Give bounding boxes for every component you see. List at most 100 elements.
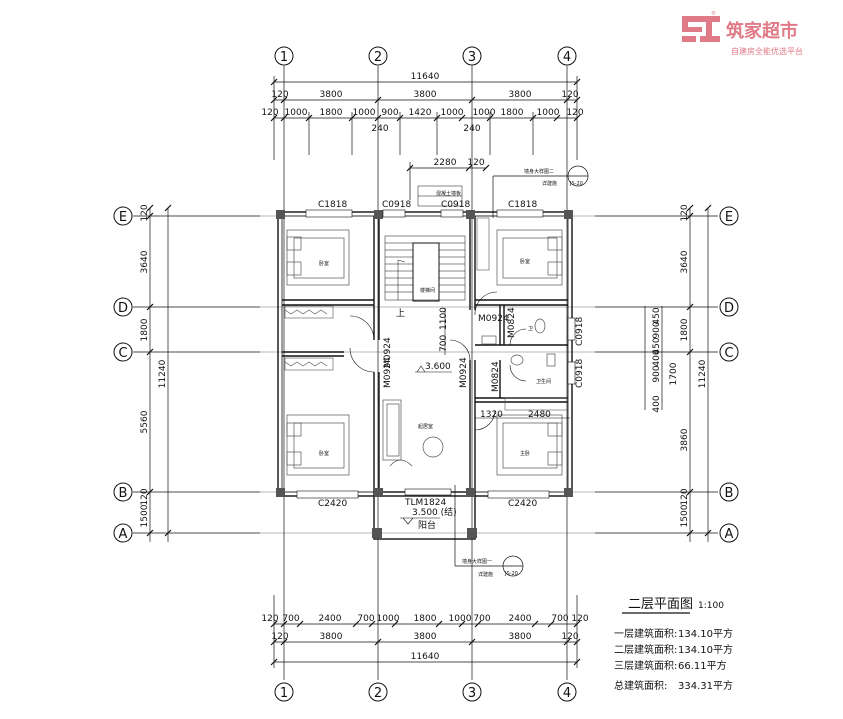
left-dimension-text: 120 3640 1800 5560 120 1500 11240: [140, 204, 168, 527]
outer-wall-outline: [277, 211, 573, 497]
axis-bubble-right-a: [719, 523, 739, 543]
logo-mark-icon: [682, 16, 720, 42]
window-label-4: C0918: [575, 317, 585, 346]
dim-bottom-open-6: 1000: [449, 614, 472, 624]
callout-labels: 墙身大样图二 详建施 JS-20 墙身大样图一 详建施 JS-20: [462, 168, 583, 578]
logo-name: 筑家超市: [726, 20, 798, 42]
axis-label-right-e: E: [725, 210, 733, 225]
dim-int-700: 700: [439, 335, 449, 352]
dim-top-wall-0: 240: [371, 124, 388, 134]
stair-labels: 楼梯间 混凝土墙板: [420, 190, 461, 294]
dim-right-0: 120: [680, 204, 690, 221]
door-swings: [349, 291, 527, 431]
axis-label-right-b: B: [725, 486, 734, 501]
door-label-3: M0924: [478, 314, 509, 324]
dim-right-detail-5: 1700: [669, 362, 679, 385]
dim-bottom-bay-3: 3800: [509, 632, 532, 642]
bed-icon: [496, 414, 563, 476]
axis-label-top-3: 3: [468, 50, 476, 65]
axis-label-bottom-3: 3: [468, 686, 476, 701]
stair-note: 混凝土墙板: [436, 190, 461, 197]
axis-bubble-top-4: [557, 46, 577, 66]
room-label-bedroom-nw: 卧室: [319, 260, 329, 267]
axis-bubble-bottom-3: [462, 682, 482, 702]
dim-top-open-6: 1000: [441, 108, 464, 118]
axis-bubble-left-a: [113, 523, 133, 543]
door-label-2: M0924: [459, 357, 469, 388]
dim-top-bay-1: 3800: [320, 90, 343, 100]
callout-bottom-text: 墙身大样图一: [462, 558, 492, 565]
area-value-3: 66.11平方: [678, 659, 727, 672]
dim-int-1320: 1320: [480, 410, 503, 420]
axis-label-left-e: E: [119, 210, 127, 225]
interior-dimensions: 700 1100 1320 2480: [439, 307, 551, 420]
dim-bottom-open-2: 2400: [319, 614, 342, 624]
brand-logo: 筑家超市 ® 自建房全能优选平台: [682, 10, 803, 56]
walls: [277, 211, 573, 540]
armchair-icon: [389, 436, 444, 467]
dim-top-open-8: 1800: [501, 108, 524, 118]
structural-columns: [276, 210, 573, 538]
axis-bubble-bottom-1: [274, 682, 294, 702]
axis-bubble-top-3: [462, 46, 482, 66]
axis-label-top-1: 1: [280, 50, 288, 65]
area-label-2: 二层建筑面积:: [614, 643, 677, 656]
staircase: [384, 185, 466, 302]
room-label-balcony: 阳台: [418, 519, 436, 531]
dim-right-detail-0: 450: [652, 307, 662, 324]
dim-int-2480: 2480: [528, 410, 551, 420]
dim-top-open-2: 1800: [320, 108, 343, 118]
dim-right-3: 3860: [680, 428, 690, 451]
axis-bubble-left-b: [113, 482, 133, 502]
level-label-structure: 3.500 (结): [412, 506, 457, 518]
axis-label-bottom-4: 4: [563, 686, 571, 701]
dim-right-5: 1500: [680, 504, 690, 527]
room-label-bedroom-sw: 卧室: [319, 450, 329, 457]
door-labels: M0924 M0924 M0924 M0924 M0824 M0824 TLM1…: [383, 307, 517, 508]
dim-top-bay-4: 120: [561, 90, 578, 100]
window-label-3: C1818: [508, 200, 537, 210]
dim-bottom-open-7: 700: [473, 614, 490, 624]
logo-registered-mark: ®: [711, 10, 716, 17]
door-label-tlm: TLM1824: [404, 498, 446, 508]
detail-callouts: [454, 165, 589, 577]
top-dimension-lines: [270, 76, 581, 200]
dim-bottom-open-1: 700: [282, 614, 299, 624]
window-labels: C1818 C0918 C0918 C1818 C0918 C0918 C242…: [318, 200, 585, 509]
dim-top-open-5: 1420: [409, 108, 432, 118]
dim-left-5: 1500: [140, 504, 150, 527]
dim-top-overall: 11640: [411, 72, 440, 82]
dim-bottom-open-9: 700: [551, 614, 568, 624]
sofa-icon: [382, 399, 402, 461]
right-dimension-lines: [644, 204, 712, 542]
axis-grid-lines: [133, 66, 718, 680]
axis-bubble-right-b: [719, 482, 739, 502]
dim-top-open-3: 1000: [353, 108, 376, 118]
dim-top-bay-0: 120: [271, 90, 288, 100]
dim-bottom-open-4: 1000: [377, 614, 400, 624]
bottom-dimension-lines: [270, 595, 581, 668]
door-label-1: M0924: [383, 357, 393, 388]
axis-label-bottom-2: 2: [374, 686, 382, 701]
axis-labels: 1 2 3 4 1 2 3 4 E D C B A E D C B A: [118, 50, 734, 701]
window-label-1: C0918: [382, 200, 411, 210]
axis-label-left-d: D: [118, 301, 128, 316]
dim-right-4: 120: [680, 488, 690, 505]
dim-bottom-bay-1: 3800: [320, 632, 343, 642]
dim-bottom-open-8: 2400: [509, 614, 532, 624]
window-label-0: C1818: [318, 200, 347, 210]
axis-bubble-top-1: [274, 46, 294, 66]
dim-right-detail-2: 450: [652, 337, 662, 354]
axis-bubble-bottom-2: [368, 682, 388, 702]
callout-top-sub: 详建施: [542, 180, 557, 187]
callout-top-ref: JS-20: [569, 181, 583, 187]
area-summary: 一层建筑面积: 134.10平方 二层建筑面积: 134.10平方 三层建筑面积…: [614, 627, 733, 692]
dim-right-detail-1: 900: [652, 321, 662, 338]
area-value-2: 134.10平方: [678, 643, 733, 656]
dim-left-4: 120: [140, 488, 150, 505]
dim-bottom-open-10: 120: [571, 614, 588, 624]
dim-left-overall: 11240: [158, 359, 168, 388]
dim-bottom-open-3: 700: [357, 614, 374, 624]
axis-bubble-left-d: [113, 297, 133, 317]
